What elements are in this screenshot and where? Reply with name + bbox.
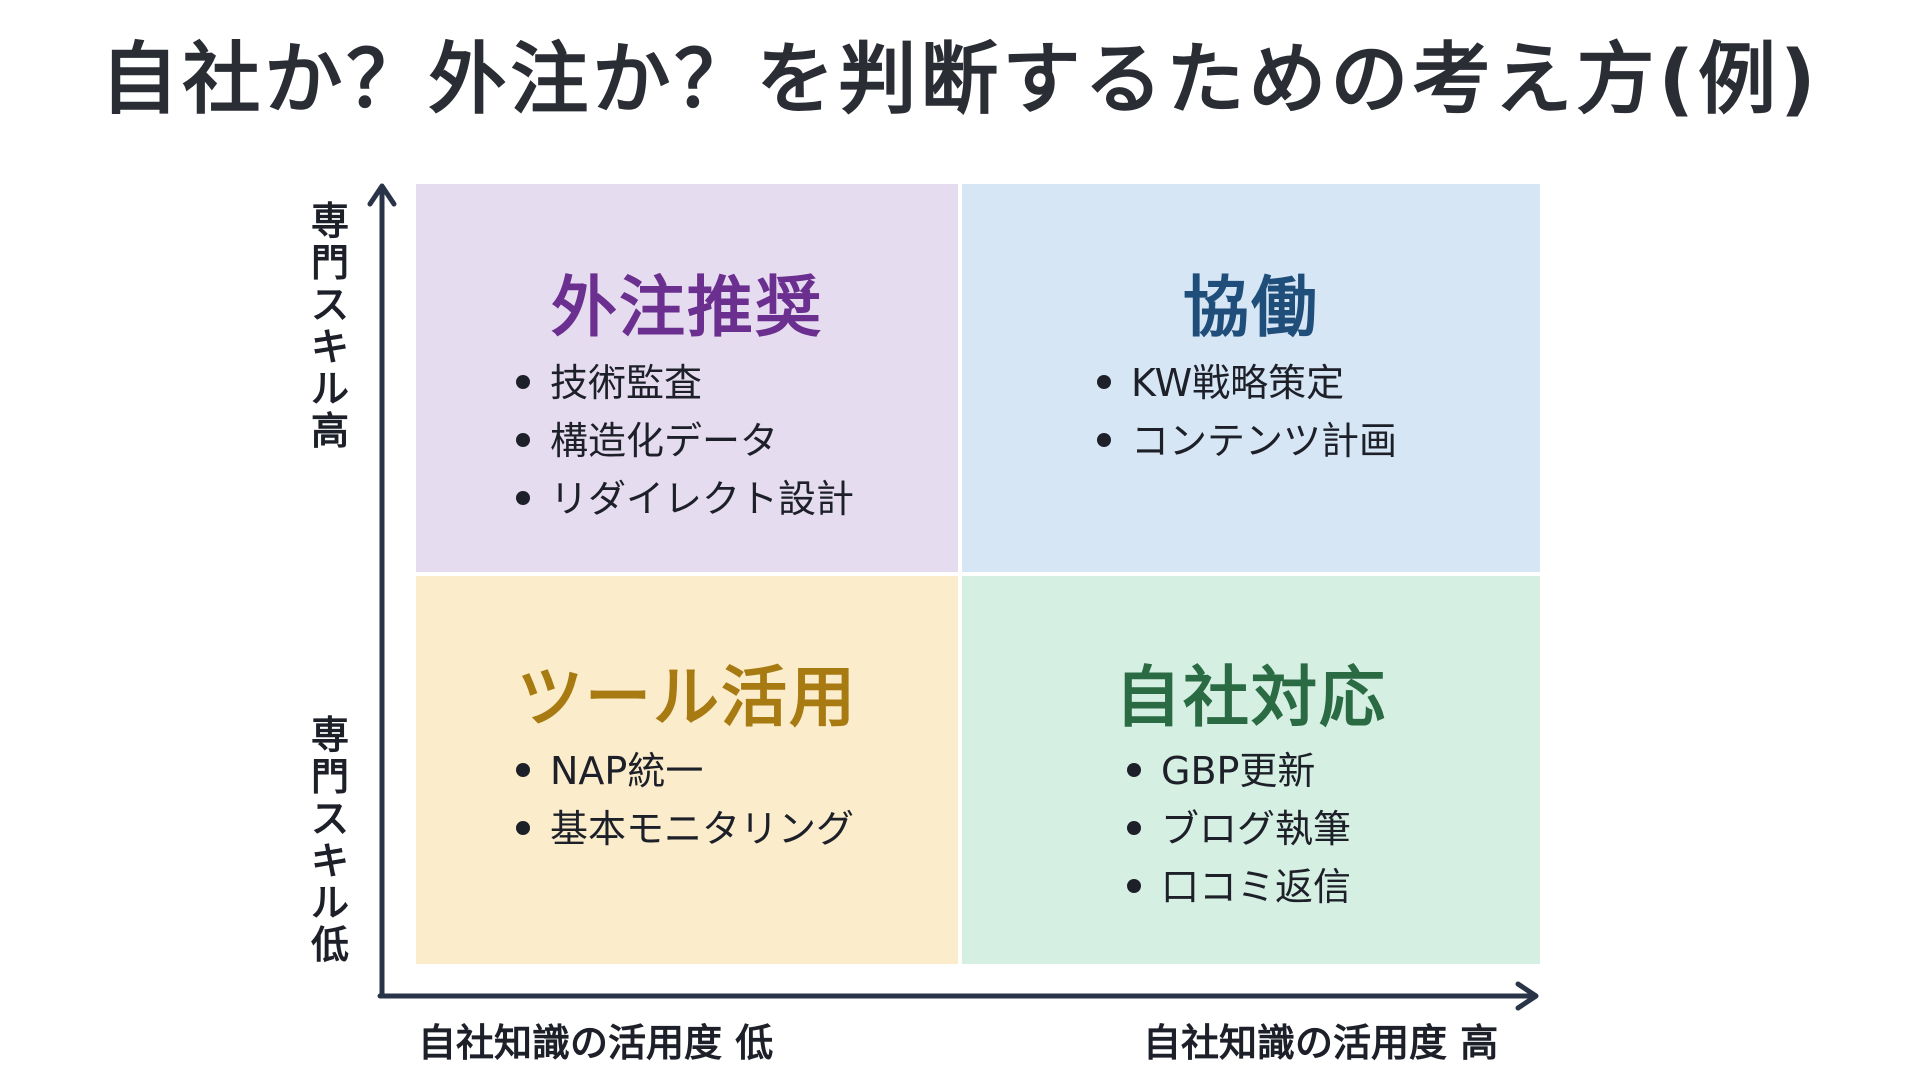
list-item-label: 基本モニタリング (550, 807, 855, 851)
quadrant-title: 外注推奨 (551, 269, 823, 346)
x-axis-arrowhead (1515, 981, 1539, 1011)
list-item: 基本モニタリング (516, 800, 854, 858)
list-item: 口コミ返信 (1127, 858, 1351, 916)
quadrant-title: 自社対応 (1115, 659, 1387, 736)
slide-title: 自社か？外注か？を判断するための考え方(例) (100, 35, 1820, 125)
quadrant-outsource: 外注推奨 技術監査 構造化データ リダイレクト設計 (416, 184, 958, 572)
quadrant-item-list: 技術監査 構造化データ リダイレクト設計 (516, 354, 854, 528)
x-axis-label-low: 自社知識の活用度 低 (418, 1021, 774, 1065)
list-item: KW戦略策定 (1097, 354, 1397, 412)
list-item-label: コンテンツ計画 (1131, 419, 1398, 463)
list-item: ブログ執筆 (1127, 800, 1351, 858)
y-axis-label-low: 専 門 ス キ ル 低 (310, 713, 349, 967)
x-axis-label-high: 自社知識の活用度 高 (1143, 1021, 1499, 1065)
list-item-label: NAP統一 (550, 749, 704, 793)
bullet-icon (516, 374, 530, 389)
quadrant-in-house: 自社対応 GBP更新 ブログ執筆 口コミ返信 (962, 576, 1540, 964)
bullet-icon (516, 820, 530, 835)
quadrant-item-list: GBP更新 ブログ執筆 口コミ返信 (1127, 742, 1351, 916)
bullet-icon (1097, 374, 1111, 389)
list-item-label: 構造化データ (550, 419, 779, 463)
quadrant-title: ツール活用 (517, 659, 857, 736)
list-item: 構造化データ (516, 412, 854, 470)
list-item-label: KW戦略策定 (1131, 361, 1345, 405)
bullet-icon (1127, 820, 1141, 835)
list-item-label: 口コミ返信 (1161, 865, 1352, 909)
quadrant-title: 協働 (1183, 269, 1319, 346)
list-item: GBP更新 (1127, 742, 1351, 800)
list-item-label: 技術監査 (550, 361, 703, 405)
list-item-label: リダイレクト設計 (550, 477, 855, 521)
quadrant-item-list: KW戦略策定 コンテンツ計画 (1097, 354, 1397, 470)
quadrant-collaboration: 協働 KW戦略策定 コンテンツ計画 (962, 184, 1540, 572)
bullet-icon (516, 490, 530, 505)
bullet-icon (1127, 762, 1141, 777)
quadrant-tool-usage: ツール活用 NAP統一 基本モニタリング (416, 576, 958, 964)
list-item: リダイレクト設計 (516, 470, 854, 528)
y-axis-arrowhead (367, 183, 397, 207)
list-item-label: GBP更新 (1161, 749, 1316, 793)
bullet-icon (516, 432, 530, 447)
bullet-icon (1127, 878, 1141, 893)
list-item: コンテンツ計画 (1097, 412, 1397, 470)
list-item: NAP統一 (516, 742, 854, 800)
y-axis-label-high: 専 門 ス キ ル 高 (310, 199, 349, 453)
bullet-icon (516, 762, 530, 777)
bullet-icon (1097, 432, 1111, 447)
list-item: 技術監査 (516, 354, 854, 412)
quadrant-item-list: NAP統一 基本モニタリング (516, 742, 854, 858)
list-item-label: ブログ執筆 (1161, 807, 1352, 851)
